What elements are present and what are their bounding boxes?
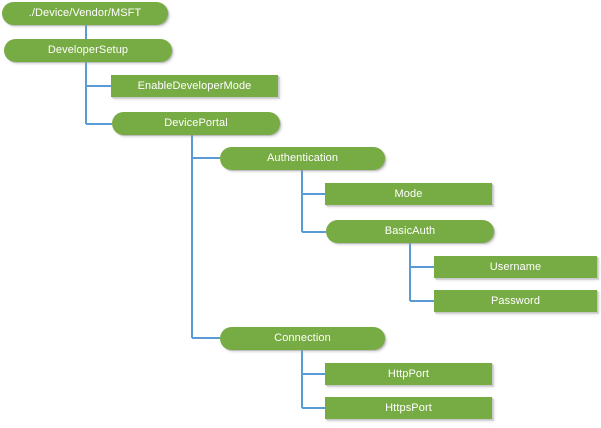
tree-node-deviceportal[interactable]: DevicePortal	[112, 112, 280, 135]
tree-node-password[interactable]: Password	[434, 290, 597, 312]
tree-node-root[interactable]: ./Device/Vendor/MSFT	[2, 2, 168, 25]
tree-node-label: DeveloperSetup	[47, 44, 129, 56]
tree-node-label: HttpPort	[387, 367, 430, 380]
tree-node-label: EnableDeveloperMode	[137, 79, 252, 92]
tree-node-label: ./Device/Vendor/MSFT	[28, 7, 142, 19]
tree-node-label: Username	[489, 260, 542, 273]
tree-node-label: HttpsPort	[385, 401, 432, 414]
tree-node-developersetup[interactable]: DeveloperSetup	[4, 39, 172, 62]
tree-node-label: Authentication	[266, 152, 339, 164]
tree-node-username[interactable]: Username	[434, 256, 597, 278]
tree-node-httpsport[interactable]: HttpsPort	[325, 397, 492, 419]
tree-node-label: Mode	[394, 187, 423, 200]
tree-node-httpport[interactable]: HttpPort	[325, 363, 492, 385]
tree-node-mode[interactable]: Mode	[325, 183, 492, 205]
tree-node-authentication[interactable]: Authentication	[220, 147, 385, 170]
tree-node-label: Password	[490, 294, 541, 307]
tree-node-label: Connection	[274, 332, 331, 344]
tree-node-enabledevelopermode[interactable]: EnableDeveloperMode	[111, 75, 278, 97]
tree-node-label: DevicePortal	[164, 117, 228, 129]
tree-node-label: BasicAuth	[384, 225, 436, 237]
tree-node-basicauth[interactable]: BasicAuth	[326, 220, 494, 243]
tree-node-connection[interactable]: Connection	[220, 327, 385, 350]
